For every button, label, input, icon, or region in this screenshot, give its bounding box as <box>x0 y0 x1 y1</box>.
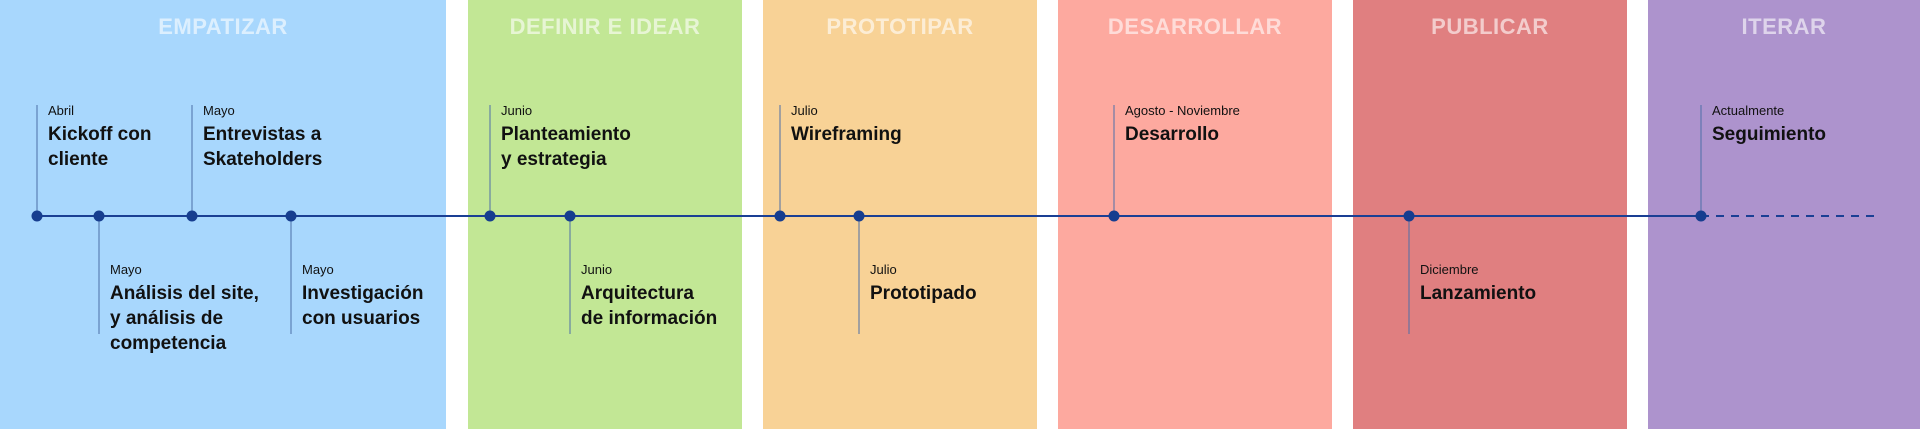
phase-definir-e-idear: DEFINIR E IDEAR <box>468 0 742 429</box>
event-dot <box>564 210 576 222</box>
event-title: Investigación con usuarios <box>302 283 424 329</box>
event-month: Julio <box>791 103 818 118</box>
phase-title: DESARROLLAR <box>1107 14 1283 39</box>
event-month: Actualmente <box>1712 103 1785 118</box>
event-month: Mayo <box>302 262 334 277</box>
event-title: Wireframing <box>791 124 902 145</box>
event-title: Desarrollo <box>1125 124 1219 145</box>
event-dot <box>484 210 496 222</box>
event-dot <box>285 210 297 222</box>
event-title: Arquitectura de información <box>581 283 718 329</box>
event-month: Diciembre <box>1420 262 1479 277</box>
event-dot <box>1403 210 1415 222</box>
event-month: Abril <box>48 103 75 118</box>
phase-desarrollar: DESARROLLAR <box>1058 0 1332 429</box>
phase-publicar: PUBLICAR <box>1353 0 1627 429</box>
event-title: Planteamiento y estrategia <box>501 124 631 170</box>
event-title: Prototipado <box>870 283 977 304</box>
event-dot <box>853 210 865 222</box>
event-month: Junio <box>501 103 533 118</box>
phase-title: ITERAR <box>1741 14 1827 39</box>
event-title: Entrevistas a Skateholders <box>203 124 323 170</box>
event-stems <box>36 105 1702 334</box>
event-dots <box>31 210 1707 222</box>
event-title: Seguimiento <box>1712 124 1827 145</box>
phase-title: DEFINIR E IDEAR <box>509 14 701 39</box>
event-dot <box>774 210 786 222</box>
event-month: Junio <box>581 262 613 277</box>
event-title: Lanzamiento <box>1420 283 1537 304</box>
event-title: Kickoff con cliente <box>48 124 152 170</box>
event-dot <box>1695 210 1707 222</box>
phase-empatizar: EMPATIZAR <box>0 0 446 429</box>
event-dot <box>31 210 43 222</box>
phase-title: EMPATIZAR <box>158 14 288 39</box>
event-month: Julio <box>870 262 897 277</box>
event-title: Análisis del site, y análisis de compete… <box>110 283 259 354</box>
event-dot <box>93 210 105 222</box>
event-month: Mayo <box>203 103 235 118</box>
phase-prototipar: PROTOTIPAR <box>763 0 1037 429</box>
phase-title: PUBLICAR <box>1431 14 1549 39</box>
phase-iterar: ITERAR <box>1648 0 1920 429</box>
event-dot <box>1108 210 1120 222</box>
phase-title: PROTOTIPAR <box>826 14 974 39</box>
event-month: Mayo <box>110 262 142 277</box>
event-dot <box>186 210 198 222</box>
event-month: Agosto - Noviembre <box>1125 103 1240 118</box>
